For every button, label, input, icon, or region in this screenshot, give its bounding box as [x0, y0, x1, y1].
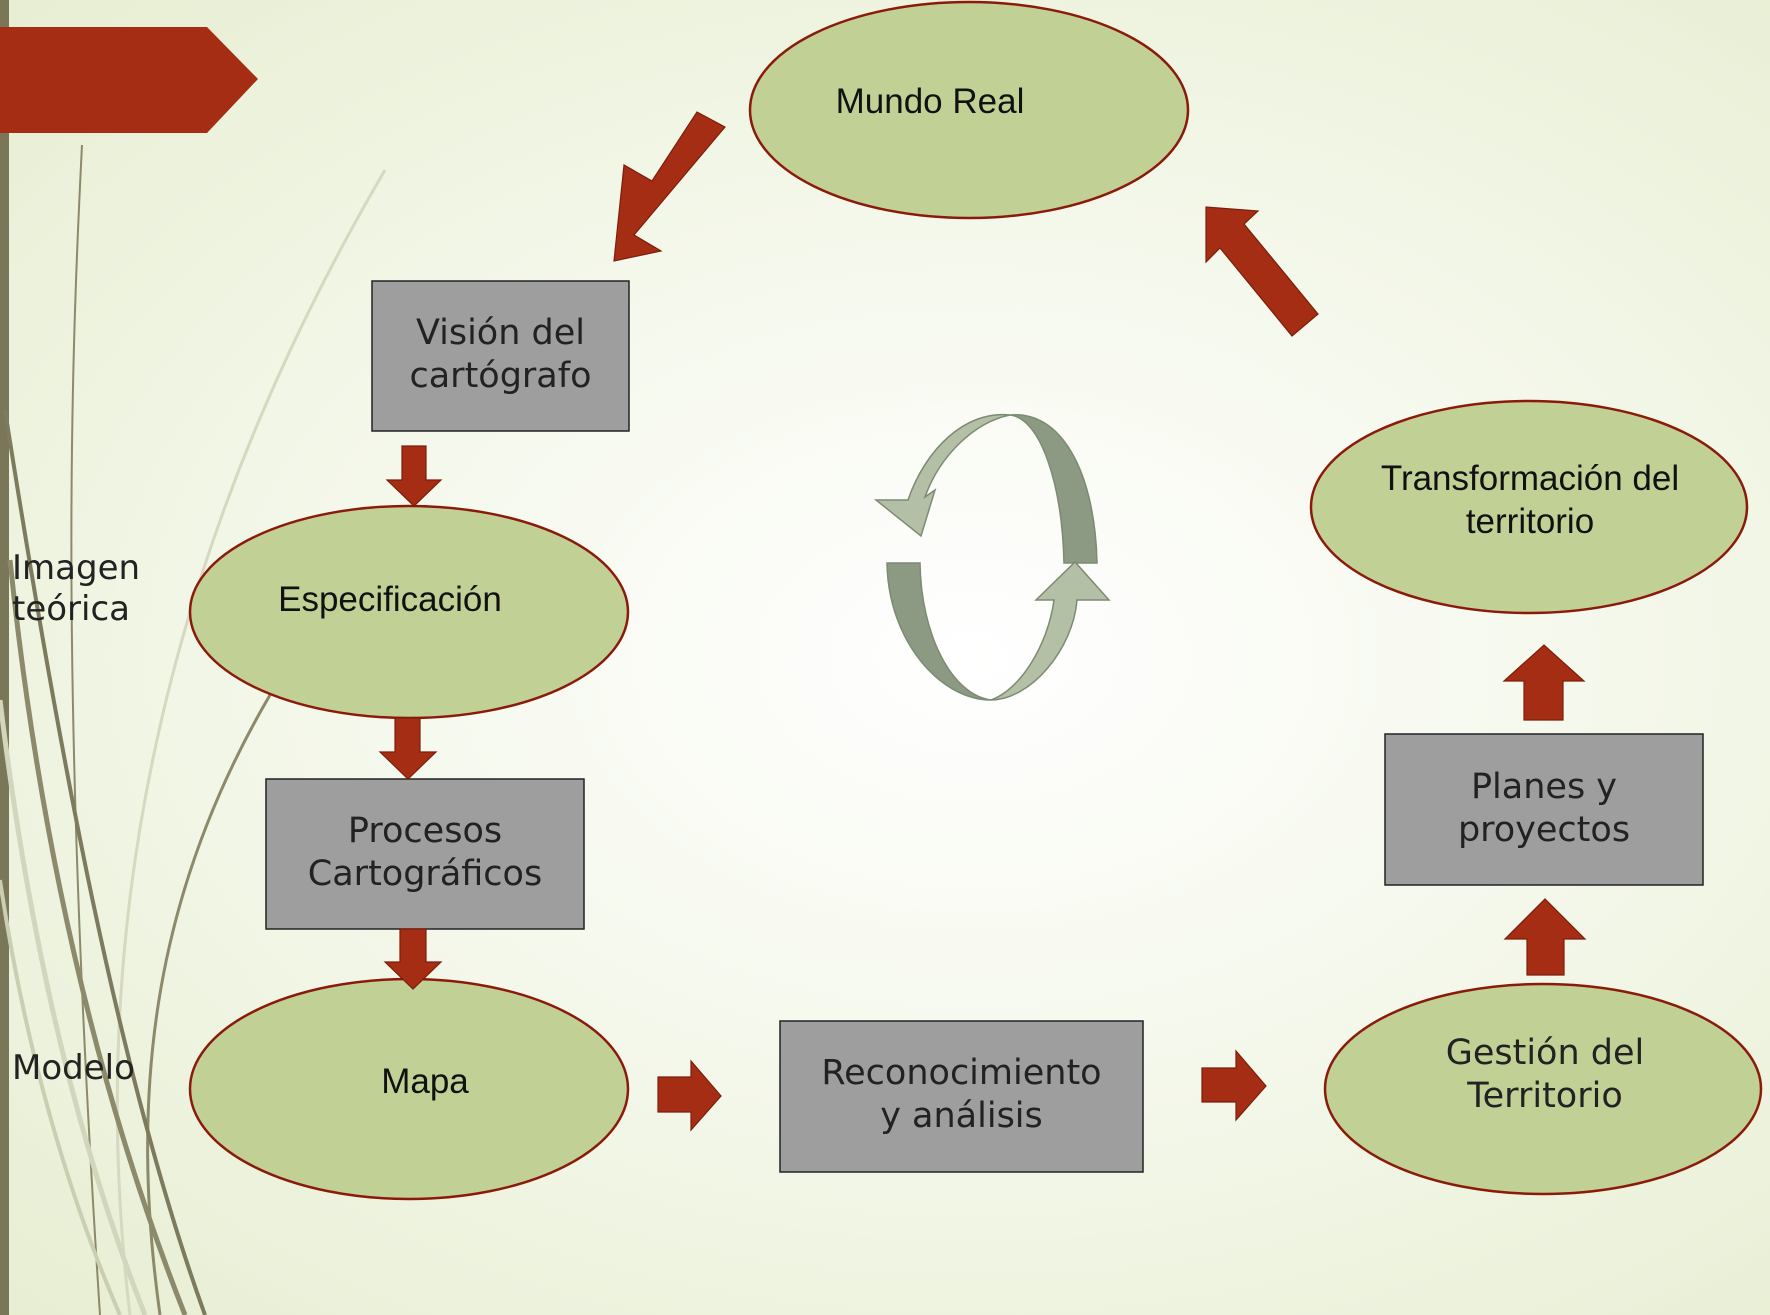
- left-accent-bar: [0, 0, 9, 1315]
- procesos-rect: [265, 778, 585, 930]
- decorative-curves: [0, 144, 387, 1315]
- imagen-teorica-label: Imagen teórica: [12, 548, 141, 629]
- arrow-reconocimiento-to-gestion: [1201, 1049, 1267, 1122]
- arrow-transformacion-to-mundo: [1205, 206, 1319, 337]
- transformacion-ellipse: [1309, 399, 1749, 615]
- vision-rect: [371, 280, 630, 432]
- planes-label: Planes y proyectos: [1457, 767, 1631, 850]
- arrow-vision-to-especificacion: [385, 445, 443, 507]
- arrow-gestion-to-planes: [1503, 898, 1587, 976]
- arrow-planes-to-transformacion: [1502, 644, 1586, 721]
- arrow-mapa-to-reconocimiento: [657, 1059, 722, 1132]
- transformacion-label: Transformación del territorio: [1380, 459, 1680, 541]
- modelo-label: Modelo: [12, 1048, 135, 1088]
- reconocimiento-label: Reconocimiento y análisis: [821, 1053, 1102, 1136]
- refresh-cycle-icon: [873, 413, 1111, 701]
- arrow-mundo-to-vision: [613, 111, 726, 262]
- mapa-label: Mapa: [381, 1061, 469, 1101]
- planes-rect: [1384, 733, 1704, 886]
- procesos-label: Procesos Cartográficos: [307, 811, 543, 894]
- especificacion-label: Especificación: [278, 579, 502, 619]
- gestion-label: Gestión del Territorio: [1445, 1033, 1645, 1116]
- title-banner-shape: [0, 27, 258, 133]
- mundo-real-label: Mundo Real: [835, 81, 1025, 121]
- reconocimiento-rect: [779, 1020, 1144, 1173]
- mundo-real-ellipse: [748, 0, 1190, 220]
- arrow-especificacion-to-procesos: [378, 717, 438, 780]
- arrow-procesos-to-mapa: [383, 928, 443, 990]
- gestion-ellipse: [1323, 982, 1763, 1196]
- vision-label: Visión del cartógrafo: [409, 313, 592, 396]
